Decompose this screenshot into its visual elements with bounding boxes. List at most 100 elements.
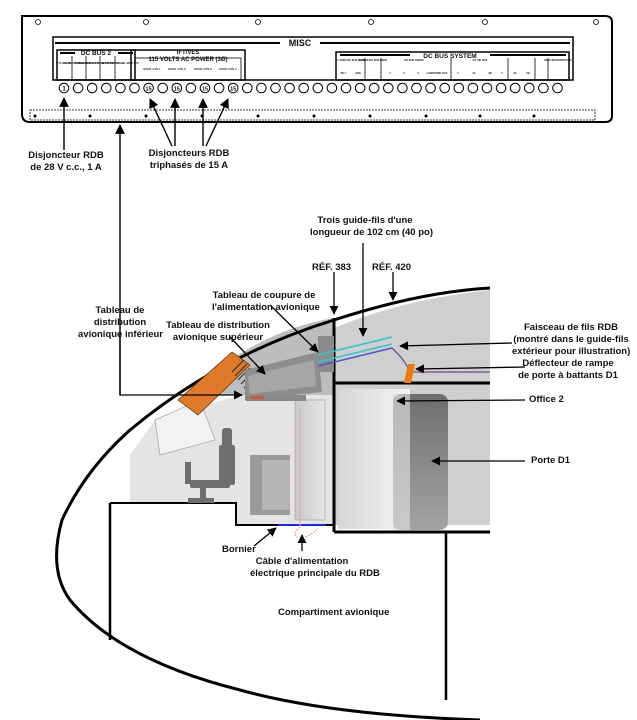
label-line: Déflecteur de rampe <box>522 358 614 369</box>
arrow-upper-panel <box>229 336 266 375</box>
arrow-15a-4 <box>205 98 229 147</box>
breaker-rating: 15 <box>230 86 236 92</box>
panel-cell-label: PVD VIDEO PB LTS <box>95 61 119 65</box>
panel-callout-arrows <box>59 97 229 395</box>
circuit-breaker <box>86 82 98 94</box>
circuit-breaker <box>101 82 112 94</box>
label-cutoff-panel: Tableau de coupure de l'alimentation avi… <box>212 290 320 314</box>
arrow-bornier <box>253 527 277 547</box>
label-line: Tableau de distribution <box>166 320 270 331</box>
panel-cell-label: IFT/ VES 28V <box>56 61 72 65</box>
label-line: (montré dans le guide-fils <box>513 334 629 345</box>
circuit-breaker <box>354 82 366 94</box>
circuit-breaker <box>524 82 535 94</box>
panel-cell-label: 1 <box>457 71 459 75</box>
circuit-breaker <box>72 82 84 94</box>
circuit-breaker <box>538 82 549 94</box>
arrow-deflector <box>415 364 526 374</box>
panel-cell-label: 2A <box>472 71 475 75</box>
label-line: distribution <box>93 317 147 328</box>
breaker-rating: 15 <box>202 86 208 92</box>
panel-cell-label: 2 <box>403 71 405 75</box>
callout-arrows <box>119 243 526 551</box>
dc-bus-2-title: DC BUS 2 <box>81 50 112 57</box>
arrow-office <box>396 396 526 406</box>
label-line: Faisceau de fils RDB <box>524 322 618 333</box>
label-line: électrique principale du RDB <box>250 568 380 579</box>
circuit-breaker <box>242 82 253 94</box>
circuit-breaker <box>397 82 408 94</box>
circuit-breaker <box>185 82 197 94</box>
circuit-breaker <box>129 82 140 94</box>
label-harness: Faisceau de fils RDB (montré dans le gui… <box>512 322 630 358</box>
ift-ves-title: IFT/VES <box>177 50 200 56</box>
circuit-breaker <box>157 82 168 94</box>
panel-screws-top <box>35 19 599 25</box>
label-28v-breaker: Disjoncteur RDB de 28 V c.c., 1 A <box>28 150 104 174</box>
circuit-breaker <box>171 82 183 94</box>
label-line: extérieur pour illustration) <box>512 346 631 357</box>
panel-screws-bottom <box>33 114 536 118</box>
circuit-breaker <box>495 82 507 94</box>
lower-distribution-panel <box>177 351 251 416</box>
panel-cell-label: 2A <box>513 71 516 75</box>
panel-cell-label: RACK 2 PS 4 <box>219 67 237 71</box>
circuit-breaker <box>453 82 465 94</box>
panel-cell-label: MISC INVERTER PWR <box>544 58 571 62</box>
panel-cell-label: R XSER DC BUS FEED <box>359 58 387 62</box>
arrow-harness <box>399 341 513 351</box>
panel-cell-label: DC BUS FEEDS <box>404 58 424 62</box>
aircraft-section <box>55 286 491 720</box>
panel-cell-label: 2B <box>526 71 529 75</box>
wire-guides <box>317 336 393 367</box>
label-line: Tableau de <box>95 305 145 316</box>
circuit-breaker <box>509 82 521 94</box>
label-ref420: RÉF. 420 <box>372 262 412 273</box>
breaker-rating: 15 <box>174 86 180 92</box>
circuit-breaker <box>298 82 310 94</box>
label-avionics-compartment: Compartiment avionique <box>278 607 390 618</box>
circuit-breaker <box>115 82 126 94</box>
label-line: Tableau de coupure de <box>212 290 316 301</box>
label-door-d1: Porte D1 <box>531 455 571 466</box>
circuit-breaker <box>284 82 295 94</box>
red-indicator <box>250 396 264 399</box>
label-lower-panel: Tableau de distribution avionique inféri… <box>78 305 163 341</box>
circuit-breaker <box>481 82 493 94</box>
label-line: longueur de 102 cm (40 po) <box>310 227 433 238</box>
circuit-breaker <box>326 82 338 94</box>
label-deflector: Déflecteur de rampe de porte à battants … <box>518 358 618 382</box>
label-wire-guides: Trois guide-fils d'une longueur de 102 c… <box>310 215 433 239</box>
circuit-breaker <box>411 82 422 94</box>
label-line: de 28 V c.c., 1 A <box>30 162 102 173</box>
circuit-breaker <box>312 82 324 94</box>
label-line: triphasés de 15 A <box>149 160 229 171</box>
label-line: l'alimentation avionique <box>212 302 320 313</box>
circuit-breaker <box>467 82 479 94</box>
label-terminal-block: Bornier <box>222 544 256 555</box>
panel-cell-label: AFS PANEL MISC LTS <box>111 61 138 65</box>
label-line: avionique supérieur <box>172 332 264 343</box>
panel-cell-label: 3 <box>417 71 419 75</box>
dc-bus-system-title: DC BUS SYSTEM <box>423 53 476 60</box>
label-office-2: Office 2 <box>529 394 564 405</box>
ift-ves-subtitle: 115 VOLTS AC POWER (3Ø) <box>148 57 227 63</box>
circuit-breaker <box>227 82 239 94</box>
circuit-breaker <box>256 82 267 94</box>
panel-cell-label: 2B <box>488 71 491 75</box>
panel-title: MISC <box>289 38 312 48</box>
pilot-seat <box>185 428 235 503</box>
circuit-breaker <box>213 82 225 94</box>
label-line: Câble d'alimentation <box>255 556 349 567</box>
label-line: Disjoncteurs RDB <box>148 148 230 159</box>
label-line: Trois guide-fils d'une <box>317 215 413 226</box>
circuit-breaker <box>340 82 352 94</box>
panel-cell-label: DC TIE BUS <box>473 58 488 62</box>
label-main-cable: Câble d'alimentation électrique principa… <box>250 556 380 580</box>
label-upper-panel: Tableau de distribution avionique supéri… <box>166 320 270 344</box>
arrow-lower-panel <box>119 334 243 400</box>
breaker-panel <box>21 15 613 123</box>
